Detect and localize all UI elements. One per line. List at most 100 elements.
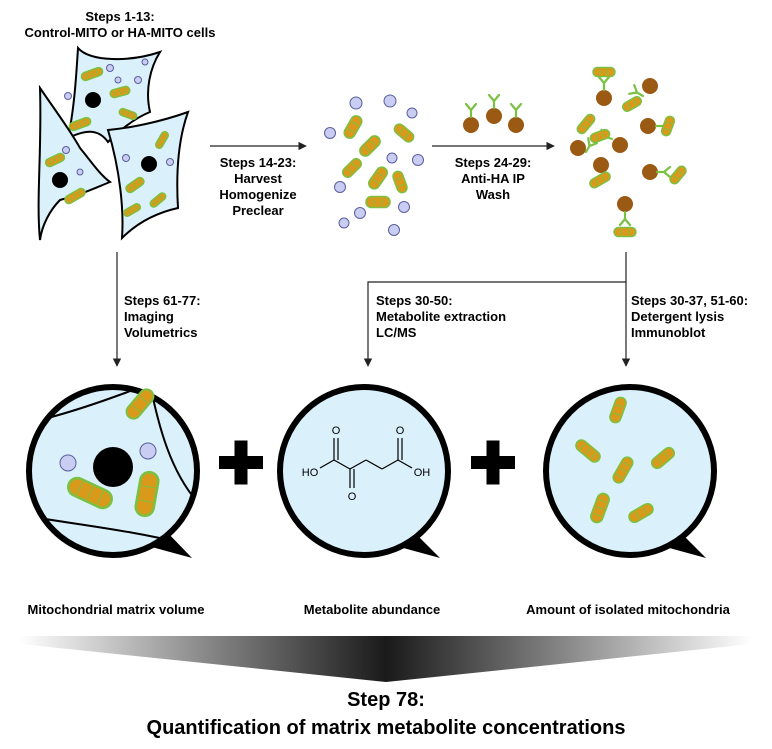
- vesicle-icon: [412, 154, 424, 166]
- vesicle-icon: [122, 154, 130, 162]
- vesicle-icon: [334, 181, 346, 193]
- final-description: Quantification of matrix metabolite conc…: [147, 717, 626, 739]
- nucleus-icon: [93, 447, 133, 487]
- immunoblot-line1: Detergent lysis: [631, 309, 724, 324]
- mitochondrion-icon: [392, 170, 408, 194]
- vesicle-icon: [141, 58, 149, 66]
- anti-ha-beads-group: [463, 93, 524, 133]
- mitochondrion-icon: [609, 396, 627, 424]
- mitochondrion-icon: [342, 158, 362, 178]
- anti-ha-bead-icon: [486, 108, 502, 124]
- mitochondrion-icon: [68, 116, 92, 132]
- speech-bubble-icon: [277, 384, 451, 558]
- cells-step-label: Steps 1-13:: [85, 9, 154, 24]
- vesicle-icon: [114, 76, 122, 84]
- mitochondrion-icon: [134, 470, 160, 518]
- antibody-icon: [628, 84, 645, 98]
- mitochondrion-icon: [592, 66, 616, 78]
- caption-metabolite-abundance: Metabolite abundance: [304, 602, 441, 617]
- mitochondrion-icon: [365, 195, 391, 209]
- zoomed-cell-organelles: [59, 388, 160, 518]
- mitochondrion-icon: [669, 165, 687, 185]
- mitochondrion-icon: [155, 130, 169, 150]
- ip-step-label: Steps 24-29:: [455, 155, 532, 170]
- atom-label: OH: [414, 467, 431, 479]
- isolated-mitochondria: [575, 396, 676, 524]
- ip-line1: Anti-HA IP: [461, 171, 525, 186]
- harvest-step-label: Steps 14-23:: [220, 155, 297, 170]
- mitochondrion-icon: [149, 192, 167, 208]
- mitochondrion-icon: [44, 152, 66, 168]
- mitochondrion-icon: [613, 226, 637, 238]
- vesicle-icon: [338, 217, 350, 229]
- antibody-icon: [655, 165, 672, 179]
- anti-ha-bead-icon: [508, 117, 524, 133]
- anti-ha-bead-icon: [593, 157, 609, 173]
- mitochondrion-icon: [589, 171, 611, 189]
- antibody-icon: [618, 210, 632, 227]
- nucleus-icon: [85, 92, 101, 108]
- mitochondrion-icon: [64, 187, 86, 205]
- immunoblot-line2: Immunoblot: [631, 325, 706, 340]
- cell-organelles: [44, 58, 174, 217]
- mitochondrion-icon: [393, 123, 415, 143]
- antibody-icon: [487, 93, 501, 110]
- cells-group: Steps 1-13: Control-MITO or HA-MITO cell…: [25, 9, 216, 241]
- mitochondrion-icon: [650, 446, 676, 470]
- metabolite-line1: Metabolite extraction: [376, 309, 506, 324]
- atom-label: O: [332, 425, 341, 437]
- vesicle-icon: [166, 158, 174, 166]
- vesicle-icon: [349, 96, 363, 110]
- anti-ha-bead-icon: [612, 137, 628, 153]
- mitochondrion-icon: [367, 166, 389, 190]
- atom-label: O: [348, 491, 357, 503]
- final-step-label: Step 78:: [347, 689, 425, 711]
- immunoblot-step-label: Steps 30-37, 51-60:: [631, 293, 748, 308]
- mitochondrion-icon: [575, 439, 601, 463]
- anti-ha-bead-icon: [570, 140, 586, 156]
- mitochondrion-icon: [67, 476, 113, 510]
- atom-label: O: [396, 425, 405, 437]
- captured-mitochondria-group: [570, 66, 687, 238]
- plus-icon: [219, 440, 263, 485]
- anti-ha-bead-icon: [463, 117, 479, 133]
- cells-description: Control-MITO or HA-MITO cells: [25, 25, 216, 40]
- mitochondrion-icon: [576, 113, 596, 135]
- harvest-line1: Harvest: [234, 171, 282, 186]
- vesicle-icon: [62, 146, 70, 154]
- vesicle-icon: [388, 224, 400, 236]
- caption-mito-amount: Amount of isolated mitochondria: [526, 602, 730, 617]
- mitochondrion-icon: [122, 203, 142, 217]
- mitochondrion-icon: [80, 66, 104, 82]
- mitochondrion-icon: [125, 176, 145, 194]
- anti-ha-bead-icon: [642, 164, 658, 180]
- anti-ha-bead-icon: [596, 90, 612, 106]
- mitochondrion-icon: [109, 85, 131, 99]
- atom-label: HO: [302, 467, 319, 479]
- nucleus-icon: [52, 172, 68, 188]
- imaging-line2: Volumetrics: [124, 325, 197, 340]
- vesicle-icon: [59, 454, 77, 472]
- vesicle-icon: [324, 127, 336, 139]
- antibody-icon: [597, 75, 611, 92]
- imaging-step-label: Steps 61-77:: [124, 293, 201, 308]
- vesicle-icon: [139, 442, 157, 460]
- mitochondrion-icon: [628, 502, 654, 524]
- speech-bubble-icon: [543, 384, 717, 558]
- arrow-metabolite: [363, 252, 627, 367]
- vesicle-icon: [134, 76, 142, 84]
- harvest-line3: Preclear: [232, 203, 283, 218]
- funnel-shape: [20, 636, 752, 682]
- mitochondrion-icon: [621, 96, 643, 112]
- vesicle-icon: [406, 107, 418, 119]
- metabolite-structure: [319, 438, 413, 488]
- metabolite-line2: LC/MS: [376, 325, 417, 340]
- caption-matrix-volume: Mitochondrial matrix volume: [28, 602, 205, 617]
- imaging-line1: Imaging: [124, 309, 174, 324]
- ip-line2: Wash: [476, 187, 510, 202]
- vesicle-icon: [386, 152, 398, 164]
- vesicle-icon: [106, 64, 114, 72]
- vesicle-icon: [76, 168, 84, 176]
- mitochondrion-icon: [359, 135, 381, 157]
